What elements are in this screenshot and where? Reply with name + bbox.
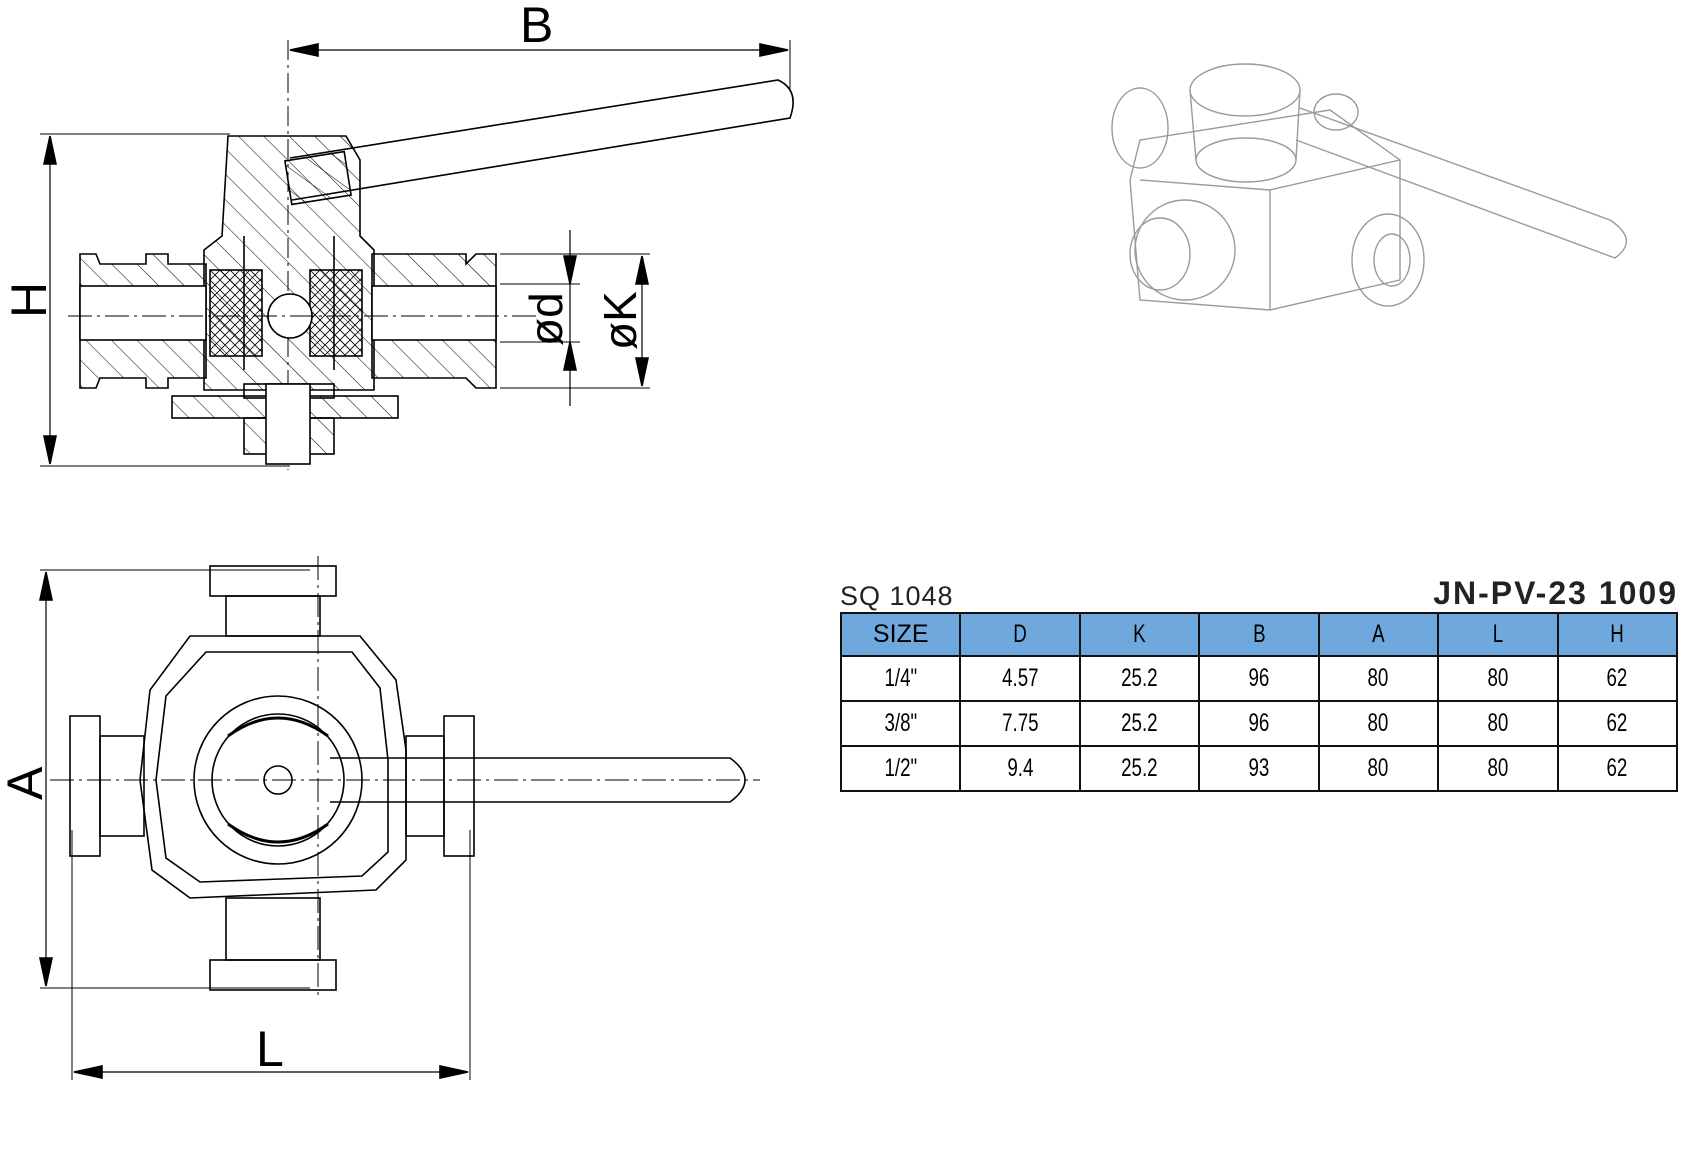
dim-label-a: A — [0, 766, 53, 800]
table-cell: 62 — [1556, 655, 1679, 702]
table-cell: 80 — [1317, 745, 1440, 792]
column-header-d: D — [959, 612, 1081, 657]
table-header-row: SQ 1048 JN-PV-23 1009 — [840, 575, 1680, 612]
dim-label-h: H — [1, 282, 57, 318]
table-row: 1/4" 4.57 25.2 96 80 80 62 — [839, 655, 1679, 702]
model-code: JN-PV-23 1009 — [1433, 575, 1678, 611]
table-cell: 25.2 — [1078, 745, 1201, 792]
table-cell: 80 — [1317, 655, 1440, 702]
column-header-size: SIZE — [839, 612, 962, 657]
table-cell: 80 — [1437, 655, 1559, 702]
table-cell: 7.75 — [959, 700, 1081, 747]
table-cell: 80 — [1437, 700, 1559, 747]
table-cell: 62 — [1556, 745, 1679, 792]
dim-label-l: L — [256, 1021, 284, 1077]
column-header-a: A — [1317, 612, 1440, 657]
table-cell: 9.4 — [959, 745, 1081, 792]
table-cell: 93 — [1198, 745, 1320, 792]
table-row: 1/2" 9.4 25.2 93 80 80 62 — [839, 745, 1679, 792]
table-cell: 25.2 — [1078, 700, 1201, 747]
table-header: SIZE D K B A L H — [839, 612, 1679, 657]
spec-table: SIZE D K B A L H 1/4" 4.57 25.2 96 80 80… — [839, 612, 1679, 792]
spec-table-block: SQ 1048 JN-PV-23 1009 SIZE D K B A L H 1… — [839, 575, 1680, 792]
table-cell: 1/2" — [839, 745, 962, 792]
column-header-k: K — [1078, 612, 1201, 657]
top-view — [39, 556, 760, 1080]
table-cell: 62 — [1556, 700, 1679, 747]
table-cell: 96 — [1198, 655, 1320, 702]
table-cell: 80 — [1437, 745, 1559, 792]
dim-label-d: ød — [520, 292, 572, 346]
isometric-view — [1111, 63, 1627, 311]
table-cell: 4.57 — [959, 655, 1081, 702]
column-header-l: L — [1437, 612, 1559, 657]
table-cell: 1/4" — [839, 655, 962, 702]
section-view — [40, 40, 794, 470]
dim-label-b: B — [520, 0, 553, 53]
table-cell: 80 — [1317, 700, 1440, 747]
table-cell: 3/8" — [839, 700, 962, 747]
table-row: 3/8" 7.75 25.2 96 80 80 62 — [839, 700, 1679, 747]
table-cell: 96 — [1198, 700, 1320, 747]
table-cell: 25.2 — [1078, 655, 1201, 702]
column-header-h: H — [1556, 612, 1679, 657]
column-header-b: B — [1198, 612, 1320, 657]
dim-label-k: øK — [594, 291, 646, 350]
sq-code: SQ 1048 — [840, 581, 954, 611]
